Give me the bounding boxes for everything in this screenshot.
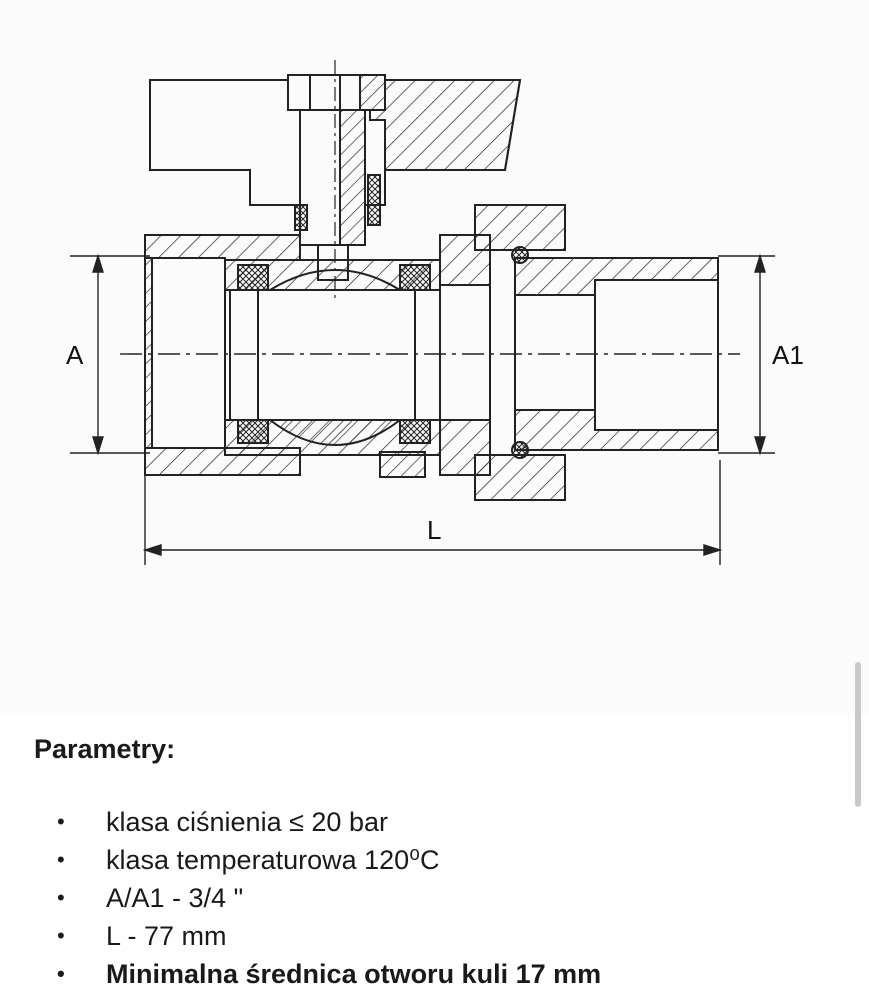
bullet-icon: • xyxy=(57,809,65,834)
dimension-label-a: A xyxy=(66,340,84,370)
valve-cross-section-drawing xyxy=(70,60,775,565)
technical-drawing: A A1 L xyxy=(66,60,804,565)
list-item-text: klasa ciśnienia ≤ 20 bar xyxy=(106,807,388,837)
bullet-icon: • xyxy=(57,847,65,872)
list-item-text: L - 77 mm xyxy=(106,921,227,951)
list-item: • L - 77 mm xyxy=(0,917,869,955)
scrollbar[interactable] xyxy=(855,662,861,807)
bullet-icon: • xyxy=(57,923,65,948)
list-item-text: Minimalna średnica otworu kuli 17 mm xyxy=(106,959,602,989)
bullet-icon: • xyxy=(57,885,65,910)
list-item: • klasa ciśnienia ≤ 20 bar xyxy=(0,803,869,841)
params-heading: Parametry: xyxy=(34,734,176,764)
dimension-label-l: L xyxy=(427,515,442,545)
list-item-text: A/A1 - 3/4 " xyxy=(106,883,244,913)
params-list: • klasa ciśnienia ≤ 20 bar • klasa tempe… xyxy=(0,803,869,993)
bullet-icon: • xyxy=(57,961,65,986)
list-item: • A/A1 - 3/4 " xyxy=(0,879,869,917)
dimension-label-a1: A1 xyxy=(772,340,804,370)
list-item: • Minimalna średnica otworu kuli 17 mm xyxy=(0,955,869,993)
list-item: • klasa temperaturowa 120⁰C xyxy=(0,841,869,879)
list-item-text: klasa temperaturowa 120⁰C xyxy=(106,845,440,875)
